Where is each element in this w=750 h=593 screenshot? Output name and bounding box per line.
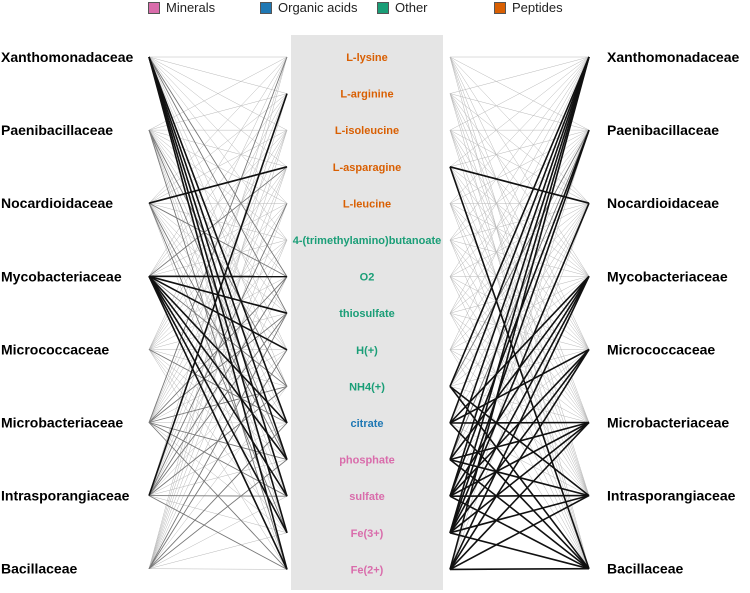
left-edge-nocardioidaceae-l-lysine [148,56,288,204]
left-edge-xanthomonadaceae-phosphate [148,56,288,460]
right-edge-paenibacillaceae-fe-3 [449,129,590,534]
legend-item-other: Other [377,0,428,15]
right-edge-xanthomonadaceae-fe-3 [449,56,590,534]
legend-swatch [494,1,506,14]
left-edge-bacillaceae-nh4 [148,386,288,569]
right-family-label-mycobacteriaceae: Mycobacteriaceae [607,268,728,284]
right-edge-bacillaceae-sulfate [449,495,590,570]
right-edge-bacillaceae-nh4 [449,385,590,570]
left-edge-mycobacteriaceae-l-asparagine [148,166,288,277]
right-edge-bacillaceae-phosphate [449,458,590,570]
left-edge-mycobacteriaceae-nh4 [148,275,288,387]
left-family-label-bacillaceae: Bacillaceae [1,561,77,577]
left-edge-bacillaceae-thiosulfate [148,312,288,569]
left-edge-xanthomonadaceae-citrate [148,56,288,424]
right-edge-xanthomonadaceae-citrate [449,56,590,424]
legend-swatch [148,1,160,14]
left-edge-intrasporangiaceae-l-arginine [148,93,288,496]
left-edge-mycobacteriaceae-fe-3 [148,275,288,534]
left-edge-mycobacteriaceae-sulfate [148,275,288,497]
metabolite-label-nh4: NH4(+) [349,381,385,393]
left-edges [148,56,288,570]
left-edge-mycobacteriaceae-h [148,275,288,351]
right-family-label-paenibacillaceae: Paenibacillaceae [607,122,719,138]
left-edge-nocardioidaceae-l-asparagine [148,166,288,204]
legend-swatch [260,1,272,14]
left-edge-mycobacteriaceae-citrate [148,275,288,424]
right-edge-micrococcaceae-citrate [449,348,590,424]
left-family-label-paenibacillaceae: Paenibacillaceae [1,122,113,138]
metabolite-panel [291,35,443,590]
legend-label: Peptides [512,0,563,15]
legend-label: Minerals [166,0,216,15]
legend-item-organic-acids: Organic acids [260,0,357,15]
metabolite-label-l-leucine: L-leucine [343,198,391,210]
left-edge-xanthomonadaceae-l-arginine [148,56,288,94]
metabolite-label-h: H(+) [356,345,378,357]
right-family-label-nocardioidaceae: Nocardioidaceae [607,195,719,211]
legend-label: Other [395,0,428,15]
metabolite-label-l-isoleucine: L-isoleucine [335,125,399,137]
left-edge-bacillaceae-phosphate [148,459,288,570]
left-family-label-nocardioidaceae: Nocardioidaceae [1,195,113,211]
metabolite-label-l-asparagine: L-asparagine [333,162,401,174]
right-family-labels: XanthomonadaceaePaenibacillaceaeNocardio… [607,49,739,577]
legend: Minerals Organic acids Other Peptides [0,0,750,16]
right-edge-bacillaceae-fe-2 [449,567,590,571]
left-edge-bacillaceae-fe-3 [148,532,288,569]
right-edge-bacillaceae-fe-3 [449,532,590,570]
legend-swatch [377,1,389,14]
metabolite-label-l-arginine: L-arginine [340,89,393,101]
right-edge-bacillaceae-l-asparagine [449,166,590,569]
right-edge-mycobacteriaceae-l-lysine [449,56,590,277]
metabolite-label-thiosulfate: thiosulfate [339,308,395,320]
metabolite-label-fe-2: Fe(2+) [351,564,384,576]
right-family-label-micrococcaceae: Micrococcaceae [607,341,715,357]
right-family-label-microbacteriaceae: Microbacteriaceae [607,415,729,431]
left-family-labels: XanthomonadaceaePaenibacillaceaeNocardio… [1,49,133,577]
metabolite-label-o2: O2 [360,272,375,284]
right-edge-nocardioidaceae-l-asparagine [449,166,590,204]
right-edge-microbacteriaceae-sulfate [449,421,590,497]
right-edges [449,56,590,571]
metabolite-label-phosphate: phosphate [339,455,395,467]
right-edge-xanthomonadaceae-l-arginine [449,56,590,94]
right-edge-paenibacillaceae-sulfate [449,129,590,497]
right-edge-bacillaceae-citrate [449,422,590,570]
left-edge-bacillaceae-citrate [148,422,288,570]
left-edge-bacillaceae-h [148,349,288,569]
left-family-label-mycobacteriaceae: Mycobacteriaceae [1,268,122,284]
left-edge-xanthomonadaceae-o2 [148,56,288,277]
right-family-label-bacillaceae: Bacillaceae [607,561,683,577]
right-edge-nocardioidaceae-l-lysine [449,56,590,204]
right-edge-xanthomonadaceae-phosphate [449,56,590,460]
right-edge-microbacteriaceae-citrate [449,421,590,424]
left-family-label-xanthomonadaceae: Xanthomonadaceae [1,49,133,65]
metabolite-label-l-lysine: L-lysine [346,52,388,64]
metabolite-label-4-trimethylamino-butanoate: 4-(trimethylamino)butanoate [293,235,442,247]
left-edge-mycobacteriaceae-phosphate [148,275,288,461]
left-family-label-microbacteriaceae: Microbacteriaceae [1,415,123,431]
left-edge-intrasporangiaceae-fe-2 [148,495,288,570]
right-family-label-intrasporangiaceae: Intrasporangiaceae [607,488,736,504]
legend-item-minerals: Minerals [148,0,215,15]
right-family-label-xanthomonadaceae: Xanthomonadaceae [607,49,739,65]
right-edge-mycobacteriaceae-citrate [449,275,590,424]
right-edge-intrasporangiaceae-nh4 [449,385,590,497]
left-edge-bacillaceae-fe-2 [148,568,288,570]
metabolite-label-sulfate: sulfate [349,491,384,503]
legend-item-peptides: Peptides [494,0,563,15]
right-edge-mycobacteriaceae-fe-3 [449,275,590,534]
left-edge-mycobacteriaceae-fe-2 [148,275,288,570]
right-edge-xanthomonadaceae-nh4 [449,56,590,387]
metabolite-label-fe-3: Fe(3+) [351,528,384,540]
left-family-label-micrococcaceae: Micrococcaceae [1,341,109,357]
metabolite-label-citrate: citrate [350,418,383,430]
left-family-label-intrasporangiaceae: Intrasporangiaceae [1,488,130,504]
metabolite-labels: L-lysineL-arginineL-isoleucineL-asparagi… [293,52,442,576]
legend-label: Organic acids [278,0,358,15]
